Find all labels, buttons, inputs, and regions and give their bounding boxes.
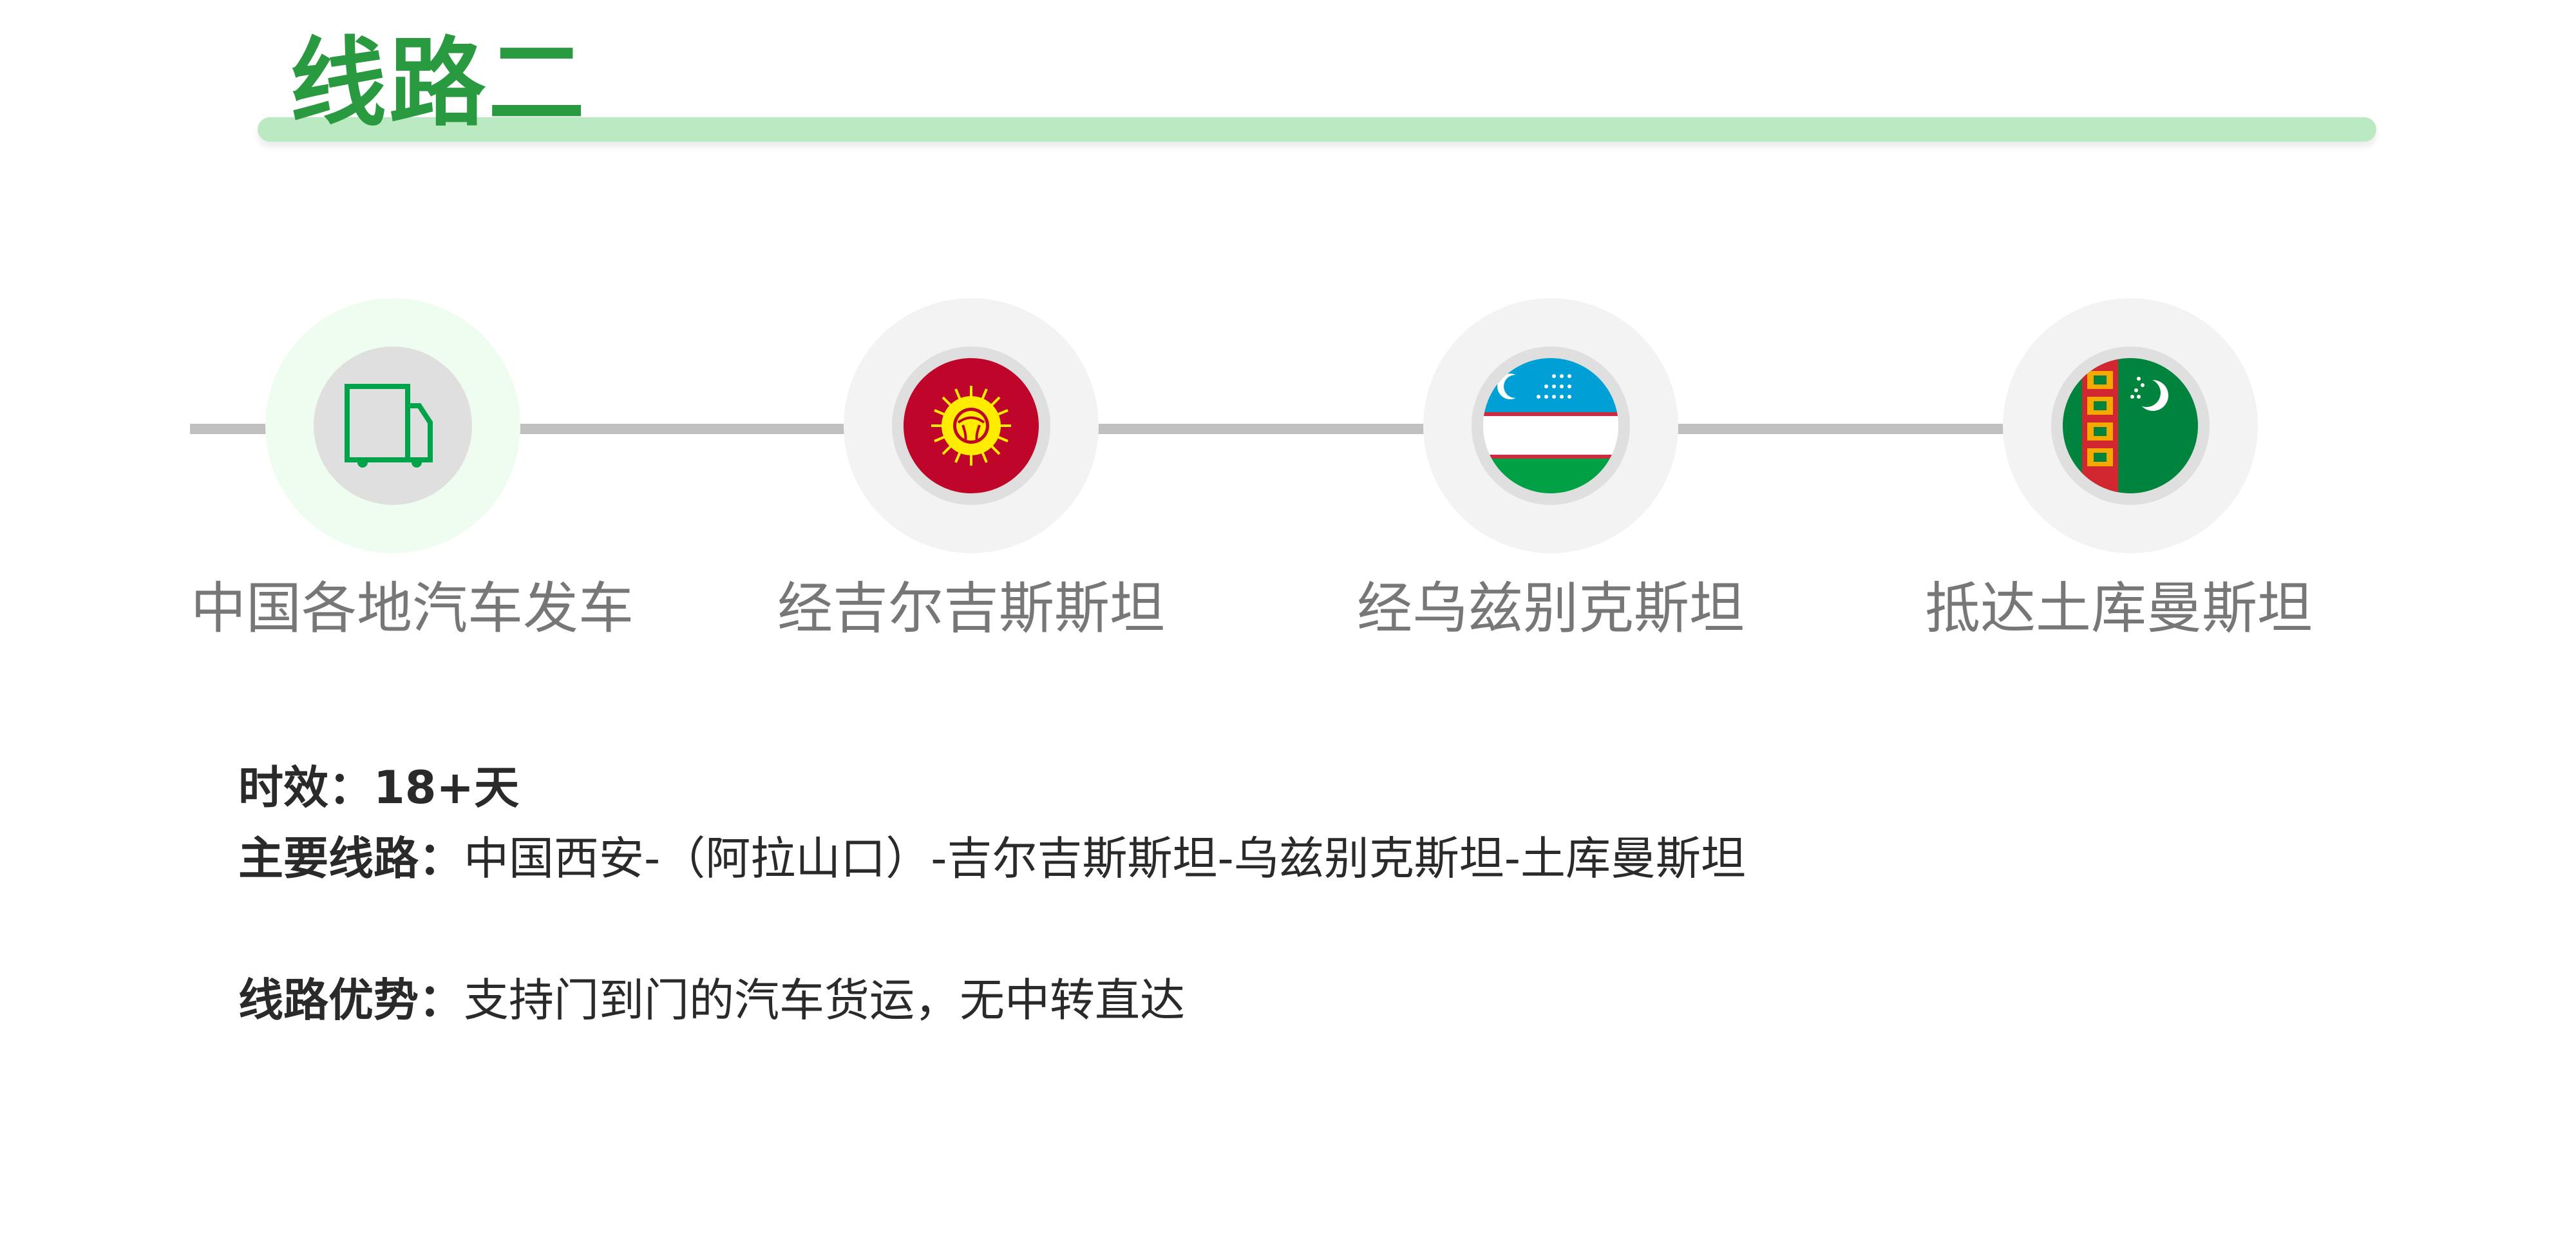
- timing-value: 18+天: [374, 761, 520, 814]
- route-stop-uzbekistan: [1423, 298, 1678, 553]
- route-stop-origin: [265, 298, 520, 553]
- main-route-row: 主要线路：中国西安-（阿拉山口）-吉尔吉斯斯坦-乌兹别克斯坦-土库曼斯坦: [238, 830, 1746, 887]
- route-stop-kyrgyzstan: [844, 298, 1099, 553]
- advantage-row: 线路优势：支持门到门的汽车货运，无中转直达: [238, 971, 1185, 1029]
- timing-row: 时效：18+天: [238, 759, 519, 817]
- turkmenistan-flag-icon: [2063, 358, 2198, 493]
- timing-label: 时效：: [238, 761, 374, 814]
- route-stop-label: 经吉尔吉斯斯坦: [777, 576, 1165, 641]
- advantage-label: 线路优势：: [238, 974, 464, 1027]
- page-title: 线路二: [290, 28, 588, 140]
- kyrgyzstan-flag-icon: [904, 358, 1039, 493]
- advantage-value: 支持门到门的汽车货运，无中转直达: [464, 974, 1185, 1027]
- route-stop-label: 经乌兹别克斯坦: [1357, 576, 1745, 641]
- main-route-value: 中国西安-（阿拉山口）-吉尔吉斯斯坦-乌兹别克斯坦-土库曼斯坦: [464, 832, 1747, 885]
- uzbekistan-flag-icon: [1483, 358, 1618, 493]
- route-stop-turkmenistan: [2003, 298, 2258, 553]
- main-route-label: 主要线路：: [238, 832, 464, 885]
- title-underline-bar: [258, 117, 2376, 142]
- route-stop-label: 中国各地汽车发车: [191, 576, 634, 641]
- route-stop-label: 抵达土库曼斯坦: [1925, 576, 2313, 641]
- truck-icon: [345, 384, 433, 468]
- route-timeline-line: [190, 424, 2235, 434]
